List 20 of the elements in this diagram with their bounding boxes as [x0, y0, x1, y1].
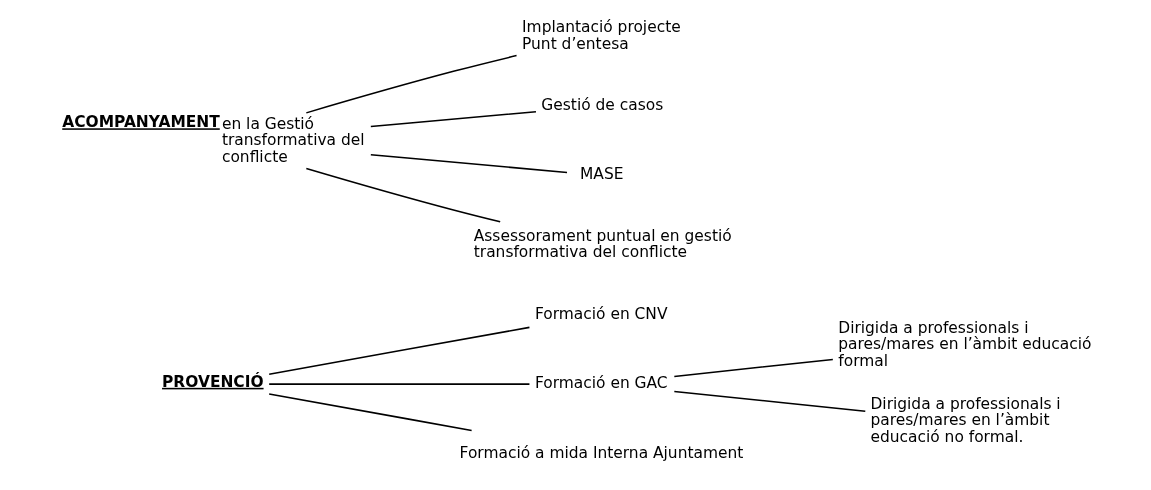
- connector: [268, 393, 473, 432]
- node-text: ACOMPANYAMENTen la Gestió transformativa del conflicte: [62, 113, 365, 167]
- connector: [268, 326, 531, 375]
- node-text: Assessorament puntual en gestió transformativa del conflicte: [473, 226, 732, 262]
- node-text: Gestió de casos: [541, 95, 664, 114]
- connector: [268, 383, 531, 385]
- connector: [370, 110, 537, 128]
- connector: [305, 54, 518, 114]
- node-text: Dirigida a professionals i pares/mares en l’àmbit educació formal: [838, 318, 1092, 371]
- connector: [673, 390, 867, 413]
- node-text: MASE: [580, 165, 624, 184]
- node-text: PROVENCIÓ: [162, 372, 264, 391]
- connector: [305, 167, 501, 223]
- node-text: Formació a mida Interna Ajuntament: [459, 443, 744, 462]
- node-text: Dirigida a professionals i pares/mares en l’àmbit educació no formal.: [870, 394, 1061, 447]
- node-text: Implantació projecte Punt d’entesa: [522, 17, 681, 53]
- node-text: Formació en GAC: [534, 374, 668, 393]
- node-text: Formació en CNV: [534, 304, 668, 323]
- connector: [370, 154, 568, 174]
- connector: [673, 358, 834, 378]
